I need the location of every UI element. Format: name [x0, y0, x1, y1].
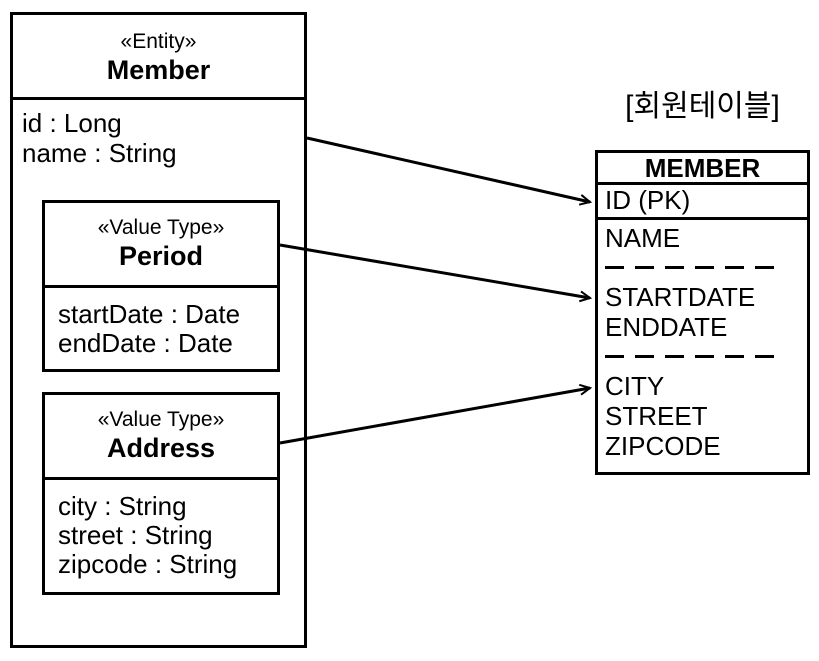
attribute-city: city : String [58, 491, 187, 521]
attribute-enddate: endDate : Date [58, 328, 233, 358]
db-column-name: NAME [605, 223, 681, 253]
period-stereotype: «Value Type» [97, 216, 225, 239]
entity-name: Member [106, 55, 211, 85]
db-table-title: MEMBER [598, 153, 807, 185]
db-column-id-pk: ID (PK) [598, 185, 807, 220]
entity-stereotype: «Entity» [120, 30, 197, 53]
valuetype-address-box: «Value Type» Address city : String stree… [42, 392, 280, 595]
db-table-caption: [회원테이블] [625, 90, 780, 123]
attribute-name: name : String [22, 138, 177, 168]
attribute-startdate: startDate : Date [58, 299, 241, 329]
period-name: Period [118, 241, 204, 271]
db-member-table-box: MEMBER ID (PK) NAME STARTDATE ENDDATE CI… [595, 150, 810, 475]
dashed-separator [605, 355, 783, 358]
attribute-zipcode: zipcode : String [58, 549, 238, 579]
address-attributes: city : String street : String zipcode : … [45, 480, 277, 579]
period-header: «Value Type» Period [45, 203, 277, 288]
db-column-startdate: STARTDATE [605, 282, 756, 312]
entity-member-header: «Entity» Member [13, 15, 304, 100]
db-column-zipcode: ZIPCODE [605, 431, 721, 461]
period-attributes: startDate : Date endDate : Date [45, 288, 277, 358]
dashed-separator [605, 266, 783, 269]
entity-attributes: id : Long name : String [13, 100, 304, 168]
arrow-period-to-startdate [279, 243, 593, 303]
db-table-body: NAME STARTDATE ENDDATE CITY STREET ZIPCO… [598, 220, 807, 461]
db-column-street: STREET [605, 401, 708, 431]
db-column-city: CITY [605, 371, 665, 401]
attribute-id: id : Long [22, 108, 122, 138]
db-column-enddate: ENDDATE [605, 312, 728, 342]
address-header: «Value Type» Address [45, 395, 277, 480]
valuetype-period-box: «Value Type» Period startDate : Date end… [42, 200, 280, 372]
attribute-street: street : String [58, 520, 213, 550]
address-stereotype: «Value Type» [97, 408, 225, 431]
arrow-address-to-city [279, 383, 593, 445]
address-name: Address [106, 433, 216, 463]
arrow-member-to-id [306, 136, 593, 206]
